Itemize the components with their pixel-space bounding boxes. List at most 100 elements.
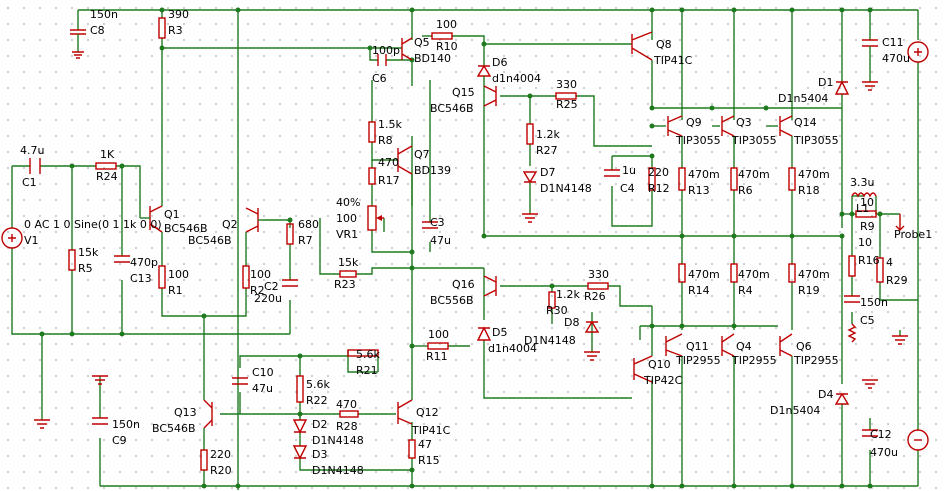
label-q7-part: BD139 <box>414 164 451 177</box>
label-r22-val: 5.6k <box>306 378 330 391</box>
resistor-r12 <box>648 167 656 191</box>
label-c3-val: 47u <box>430 234 451 247</box>
components <box>1 17 929 471</box>
capacitor-c6 <box>377 54 387 66</box>
label-v1-spec: 0 AC 1 0 Sine(0 1 1k 0 0) <box>24 218 162 231</box>
transistor-q9 <box>667 115 683 137</box>
label-r6-val: 470m <box>738 168 770 181</box>
label-c8-val: 150n <box>90 8 118 21</box>
label-d5-ref: D5 <box>492 326 507 339</box>
transistor-q16 <box>483 275 497 297</box>
transistor-q12 <box>397 399 413 425</box>
label-q15-ref: Q15 <box>452 86 475 99</box>
label-d8-ref: D8 <box>564 316 579 329</box>
label-q15-part: BC546B <box>430 102 474 115</box>
label-c11-val: 470u <box>882 52 910 65</box>
source-positive <box>907 41 929 63</box>
transistor-q10 <box>633 355 653 383</box>
label-r15-val: 47 <box>418 438 432 451</box>
label-q7-ref: Q7 <box>414 148 430 161</box>
label-r14-val: 470m <box>688 268 720 281</box>
resistor-r7 <box>286 223 294 245</box>
label-r3-val: 390 <box>168 8 189 21</box>
label-r16-val: 10 <box>858 236 872 249</box>
label-d2-ref: D2 <box>312 418 327 431</box>
label-q10-part: TIP42C <box>643 374 683 387</box>
label-c3-ref: C3 <box>430 216 445 229</box>
label-r15-ref: R15 <box>418 454 440 467</box>
label-d1-ref: D1 <box>818 76 833 89</box>
label-q2-ref: Q2 <box>222 218 238 231</box>
label-r6-ref: R6 <box>738 184 753 197</box>
diode-d7 <box>522 171 538 184</box>
label-c6-val: 100p <box>372 44 400 57</box>
transistor-q8 <box>631 31 653 61</box>
label-r9-val: 10 <box>860 196 874 209</box>
resistor-r29 <box>876 257 884 283</box>
resistor-r22 <box>296 375 304 403</box>
label-c2-ref: C2 <box>264 280 279 293</box>
diode-d1 <box>834 80 850 95</box>
label-r27-ref: R27 <box>536 144 558 157</box>
label-r2-val: 100 <box>250 268 271 281</box>
labels: 150n C8 390 R3 100 R10 Q5 BD140 100p C6 … <box>20 8 932 477</box>
label-q16-part: BC556B <box>430 294 474 307</box>
label-r23-val: 15k <box>338 256 359 269</box>
capacitor-c2 <box>282 279 298 287</box>
label-c4-ref: C4 <box>620 182 635 195</box>
capacitor-c9 <box>92 375 108 425</box>
label-r7-val: 680 <box>298 218 319 231</box>
resistor-r26 <box>587 282 609 290</box>
label-d3-part: D1N4148 <box>312 464 364 477</box>
resistor-r25 <box>555 92 577 100</box>
label-d3-ref: D3 <box>312 448 327 461</box>
label-q5-ref: Q5 <box>414 36 430 49</box>
resistor-r20 <box>200 449 208 471</box>
label-r7-ref: R7 <box>298 234 313 247</box>
diode-d4 <box>834 392 850 405</box>
label-q11-ref: Q11 <box>686 340 709 353</box>
label-r20-ref: R20 <box>210 464 232 477</box>
label-r16-ref: R16 <box>858 254 880 267</box>
label-c5-val: 150n <box>860 296 888 309</box>
label-q9-part: TIP3055 <box>675 134 721 147</box>
capacitor-c3 <box>422 221 438 229</box>
diode-d6 <box>476 64 492 86</box>
resistor-r9 <box>855 210 877 218</box>
label-r14-ref: R14 <box>688 284 710 297</box>
label-r1-ref: R1 <box>168 284 183 297</box>
transistor-q11 <box>665 333 683 357</box>
label-r21-val: 5.6k <box>356 348 380 361</box>
label-r28-val: 470 <box>336 398 357 411</box>
diode-d5 <box>476 326 492 341</box>
resistor-r10 <box>431 32 453 40</box>
label-d5-part: d1n4004 <box>488 342 537 355</box>
label-r3-ref: R3 <box>168 24 183 37</box>
diode-d8 <box>584 320 600 333</box>
label-r29-ref: R29 <box>886 274 908 287</box>
resistor-r19 <box>788 263 796 283</box>
label-d6-part: d1n4004 <box>492 72 541 85</box>
label-r18-ref: R18 <box>798 184 820 197</box>
label-q9-ref: Q9 <box>686 116 702 129</box>
label-q6-part: TIP2955 <box>793 354 839 367</box>
resistor-r6 <box>730 167 738 191</box>
label-r26-val: 330 <box>588 268 609 281</box>
resistor-r13 <box>678 167 686 191</box>
label-r1-val: 100 <box>168 268 189 281</box>
capacitor-c5 <box>844 295 860 303</box>
label-r23-ref: R23 <box>334 278 356 291</box>
label-c13-val: 470p <box>130 256 158 269</box>
label-vr1-val: 100 <box>336 212 357 225</box>
label-r25-ref: R25 <box>556 98 578 111</box>
label-c8-ref: C8 <box>90 24 105 37</box>
label-r8-ref: R8 <box>378 134 393 147</box>
resistor-r16b <box>847 323 857 343</box>
wires <box>11 9 919 490</box>
label-q2-part: BC546B <box>188 234 232 247</box>
label-r25-val: 330 <box>556 78 577 91</box>
label-r27-val: 1.2k <box>536 128 560 141</box>
label-d4-part: D1n5404 <box>770 404 820 417</box>
label-q3-ref: Q3 <box>736 116 752 129</box>
